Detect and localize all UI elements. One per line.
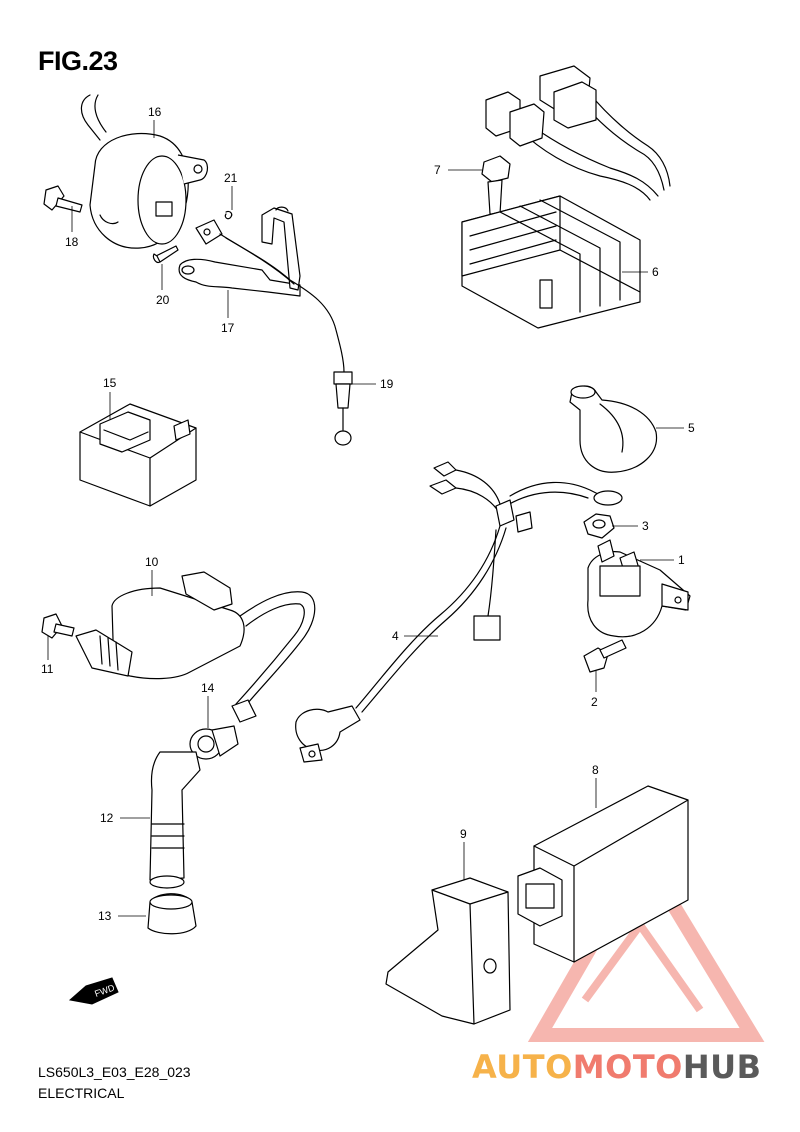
wire-harness-4 [295, 461, 623, 763]
label-19: 19 [380, 377, 394, 391]
lead-wire-19 [195, 219, 353, 446]
figure-section: ELECTRICAL [38, 1085, 125, 1101]
horn-16 [80, 94, 209, 249]
label-12: 12 [100, 811, 114, 825]
label-15: 15 [103, 376, 117, 390]
relay-15 [79, 403, 197, 507]
label-2: 2 [591, 695, 598, 709]
label-13: 13 [98, 909, 112, 923]
bolt-7 [481, 155, 511, 215]
label-4: 4 [392, 629, 399, 643]
label-3: 3 [642, 519, 649, 533]
label-10: 10 [145, 555, 159, 569]
clip-21 [224, 210, 233, 220]
cover-13 [147, 893, 197, 935]
watermark-logo: AUTOMOTOHUB [472, 1048, 762, 1086]
labels: 16 21 18 20 17 19 7 6 15 5 3 1 4 2 10 11 [41, 105, 695, 923]
ignition-coil-10 [75, 571, 316, 723]
plug-cap-12 [149, 751, 201, 889]
seal-14 [189, 725, 239, 760]
cover-9 [385, 877, 511, 1025]
label-11: 11 [41, 662, 54, 676]
label-14: 14 [201, 681, 215, 695]
regulator-rectifier-6 [461, 65, 671, 329]
bracket-17 [178, 206, 301, 297]
nut-3 [583, 513, 615, 539]
bolt-2 [583, 639, 627, 673]
label-8: 8 [592, 763, 599, 777]
label-16: 16 [148, 105, 162, 119]
label-20: 20 [156, 293, 170, 307]
bolt-20 [152, 245, 179, 263]
watermark-moto: MOTO [572, 1048, 683, 1086]
label-1: 1 [678, 553, 685, 567]
igniter-8 [517, 785, 689, 963]
label-9: 9 [460, 827, 467, 841]
label-6: 6 [652, 265, 659, 279]
fwd-arrow-icon: FWD [68, 977, 119, 1005]
figure-title: FIG.23 [38, 46, 118, 76]
bolt-18 [43, 185, 83, 213]
label-5: 5 [688, 421, 695, 435]
watermark-auto: AUTO [472, 1048, 573, 1086]
figure-code: LS650L3_E03_E28_023 [38, 1064, 191, 1080]
watermark-hub: HUB [682, 1048, 762, 1086]
label-7: 7 [434, 163, 441, 177]
cap-5 [569, 385, 658, 473]
label-17: 17 [221, 321, 235, 335]
label-21: 21 [224, 171, 238, 185]
label-18: 18 [65, 235, 79, 249]
starter-relay-1 [587, 539, 691, 638]
bolt-11 [41, 613, 75, 639]
